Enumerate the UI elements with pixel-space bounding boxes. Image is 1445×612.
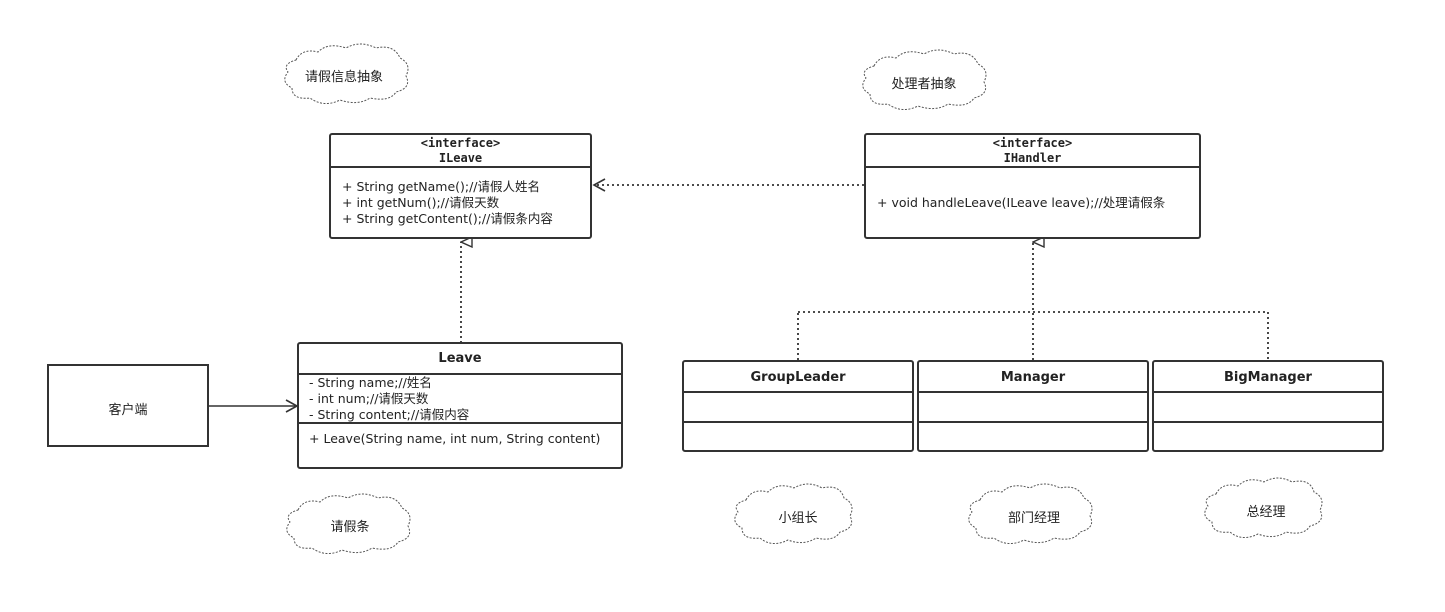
ihandler-class[interactable]: <interface> IHandler + void handleLeave(… — [864, 133, 1201, 239]
ileave-method: + String getName();//请假人姓名 — [342, 179, 541, 194]
note-leave-slip: 请假条 — [330, 520, 370, 535]
handler-realization-lines — [797, 242, 1269, 360]
note-leave-abstract: 请假信息抽象 — [304, 70, 383, 85]
client-label: 客户端 — [108, 403, 148, 418]
cloud-leave-abstract — [284, 43, 409, 104]
ileave-method: + int getNum();//请假天数 — [342, 195, 500, 210]
bigmanager-class[interactable]: BigManager — [1152, 360, 1384, 452]
ileave-stereotype: <interface> — [420, 136, 501, 150]
note-handler-abstract: 处理者抽象 — [891, 77, 957, 92]
cloud-big-manager — [1204, 477, 1323, 538]
cloud-group-leader — [734, 483, 853, 544]
leave-field: - String name;//姓名 — [309, 375, 432, 390]
cloud-leave-slip — [286, 493, 411, 554]
cloud-manager — [968, 483, 1093, 544]
manager-name: Manager — [1000, 370, 1066, 385]
ihandler-method: + void handleLeave(ILeave leave);//处理请假条 — [877, 195, 1166, 210]
cloud-handler-abstract — [862, 49, 987, 110]
leave-class[interactable]: Leave - String name;//姓名 - int num;//请假天… — [297, 342, 623, 469]
client-box[interactable]: 客户端 — [47, 364, 209, 447]
leave-name: Leave — [438, 351, 482, 366]
leave-method: + Leave(String name, int num, String con… — [309, 431, 601, 446]
note-group-leader: 小组长 — [778, 511, 818, 526]
bigmanager-name: BigManager — [1224, 370, 1312, 385]
ileave-method: + String getContent();//请假条内容 — [342, 211, 553, 226]
manager-class[interactable]: Manager — [917, 360, 1149, 452]
ihandler-name: IHandler — [1003, 151, 1062, 165]
grouplead-class[interactable]: GroupLeader — [682, 360, 914, 452]
ileave-name: ILeave — [438, 151, 483, 165]
leave-field: - int num;//请假天数 — [309, 391, 429, 406]
ihandler-stereotype: <interface> — [992, 136, 1073, 150]
note-big-manager: 总经理 — [1246, 505, 1286, 520]
grouplead-name: GroupLeader — [750, 370, 846, 385]
leave-field: - String content;//请假内容 — [309, 407, 470, 422]
note-manager: 部门经理 — [1007, 511, 1060, 526]
ileave-class[interactable]: <interface> ILeave + String getName();//… — [329, 133, 592, 239]
